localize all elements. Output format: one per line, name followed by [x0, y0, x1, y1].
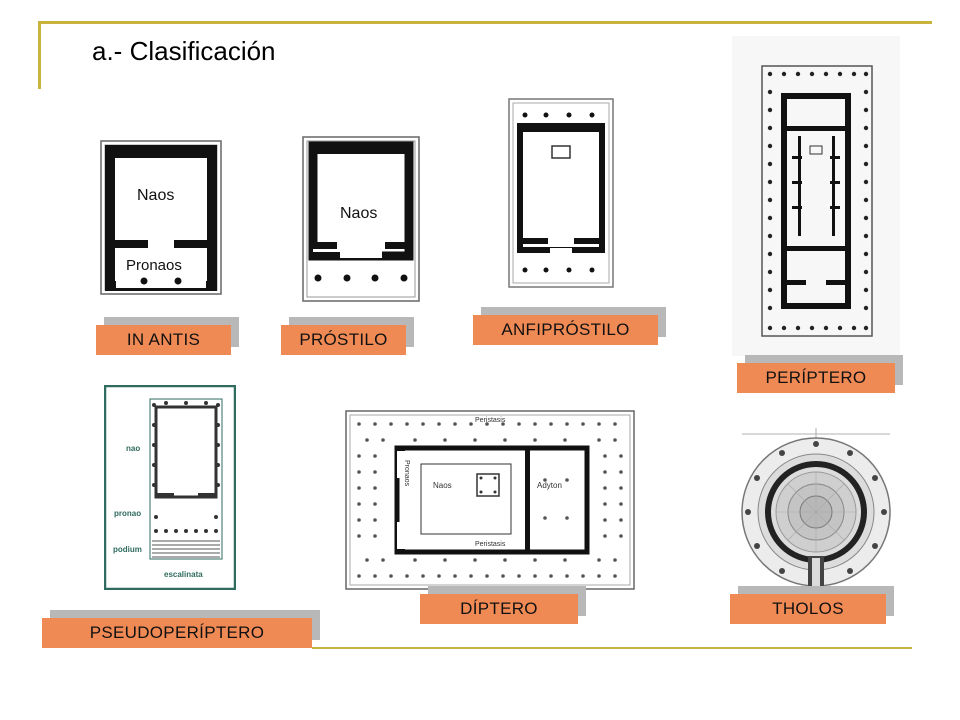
slide-title: a.- Clasificación: [92, 36, 276, 66]
label-anfiprostilo: ANFIPRÓSTILO: [473, 307, 666, 345]
plan-periptero: [732, 36, 900, 356]
diptero-columns: [357, 422, 623, 578]
label-tholos-text: THOLOS: [730, 594, 886, 624]
diptero-naos-text: Naos: [433, 481, 452, 490]
label-pseudoperiptero-text: PSEUDOPERÍPTERO: [42, 618, 312, 648]
pseudoperiptero-escalinata-text: escalinata: [164, 570, 203, 579]
label-in-antis: IN ANTIS: [96, 317, 239, 355]
label-in-antis-text: IN ANTIS: [96, 325, 231, 355]
plan-prostilo: Naos: [302, 136, 420, 302]
left-rule: [38, 21, 41, 89]
in-antis-pronaos-text: Pronaos: [126, 257, 182, 274]
label-prostilo-text: PRÓSTILO: [281, 325, 406, 355]
label-prostilo: PRÓSTILO: [281, 317, 414, 355]
plan-diptero: Peristasis Peristasis Pronaos Naos Adyto…: [345, 410, 635, 590]
label-periptero: PERÍPTERO: [737, 355, 903, 393]
label-pseudoperiptero: PSEUDOPERÍPTERO: [42, 610, 320, 648]
label-anfiprostilo-text: ANFIPRÓSTILO: [473, 315, 658, 345]
pseudoperiptero-pronao-text: pronao: [114, 509, 141, 518]
diptero-pronaos-text: Pronaos: [403, 460, 410, 487]
bottom-rule: [312, 647, 912, 649]
top-rule: [40, 21, 932, 24]
periptero-columns: [767, 71, 869, 331]
diptero-peristasis-top-text: Peristasis: [475, 417, 506, 424]
plan-anfiprostilo: [508, 98, 614, 288]
diptero-peristasis-bottom-text: Peristasis: [475, 541, 506, 548]
in-antis-naos-text: Naos: [137, 187, 174, 204]
plan-in-antis: Naos Pronaos: [100, 140, 222, 295]
plan-tholos: [741, 428, 891, 587]
pseudoperiptero-nao-text: nao: [126, 444, 140, 453]
prostilo-naos-text: Naos: [340, 205, 377, 222]
label-diptero: DÍPTERO: [420, 586, 586, 624]
label-tholos: THOLOS: [730, 586, 894, 624]
label-diptero-text: DÍPTERO: [420, 594, 578, 624]
label-periptero-text: PERÍPTERO: [737, 363, 895, 393]
plan-pseudoperiptero: nao pronao podium escalinata: [104, 385, 236, 590]
pseudoperiptero-podium-text: podium: [113, 545, 142, 554]
diptero-adyton-text: Adyton: [537, 481, 562, 490]
